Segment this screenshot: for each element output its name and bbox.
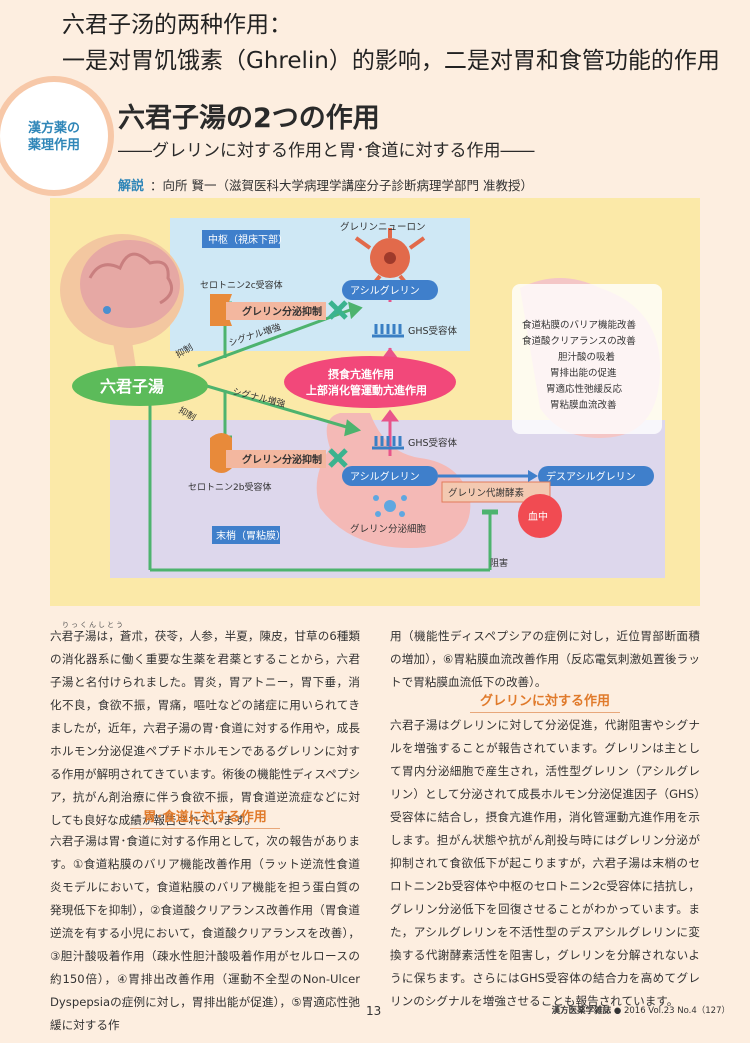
badge-line2: 薬理作用 [27,138,80,153]
central-label-bg [202,230,280,248]
desacyl-label: デスアシルグレリン [546,470,636,483]
peripheral-label-bg [212,526,280,544]
rikkunshito-label: 六君子湯 [100,377,164,396]
ghs-top: GHS受容体 [408,325,458,337]
motility-label: 上部消化管運動亢進作用 [306,383,427,397]
footer-citation: 漢方医薬学雑誌 ● 2016 Vol.23 No.4（127） [552,1004,730,1016]
blood-label: 血中 [528,510,548,523]
rikkunshito-pill [72,366,208,406]
serotonin-2b-label: セロトニン2b受容体 [188,481,271,493]
ghrelin-neuron-label: グレリンニューロン [340,221,426,233]
feeding-label: 摂食亢進作用 [328,367,394,381]
secretory-cell-label: グレリン分泌細胞 [350,523,427,535]
left-paragraph-1: 六君子湯は，蒼朮，茯苓，人参，半夏，陳皮，甘草の6種類の消化器系に働く重要な生薬… [50,629,360,827]
peripheral-label: 末梢（胃粘膜） [216,529,286,542]
acyl-ghrelin-top: アシルグレリン [350,284,420,297]
category-badge: 漢方薬の 薬理作用 [0,82,108,190]
mechanism-diagram: 中枢（視床下部） 末梢（胃粘膜） グレリンニューロン アシルグレリン GHS受容… [50,198,700,606]
stomach-effect-4: 胃排出能の促進 [550,367,617,379]
block-label: 阻害 [490,557,508,569]
page-title: 六君子湯の2つの作用 [118,103,380,134]
ghs-receptor-icon-bottom [372,436,404,450]
left-section-heading: 胃･食道に対する作用 [130,806,280,829]
blood-circle [518,494,562,538]
effects-ellipse [284,356,456,408]
ruby-text: りっくんしとう [62,621,125,629]
stomach-effect-5: 胃適応性弛緩反応 [546,383,623,395]
inhibit-top-label: グレリン分泌抑制 [242,305,322,318]
badge-line1: 漢方薬の [27,121,80,136]
acyl-ghrelin-top-pill [342,280,438,300]
right-paragraph-2: 六君子湯はグレリンに対して分泌促進，代謝阻害やシグナルを増強することが報告されて… [390,718,700,1008]
cn-title-line1: 六君子汤的两种作用： [62,12,292,38]
author-label: 解説 [118,179,145,194]
category-badge-text: 漢方薬の 薬理作用 [12,120,96,154]
block-marks [328,300,348,468]
desacyl-ghrelin-pill [538,466,654,486]
inhibit-bottom-label: グレリン分泌抑制 [242,453,322,466]
serotonin-2c-label: セロトニン2c受容体 [200,279,283,291]
stomach-effect-2: 食道酸クリアランスの改善 [522,335,636,347]
cn-title-line2: 一是对胃饥饿素（Ghrelin）的影响，二是对胃和食管功能的作用 [62,48,720,74]
acyl-ghrelin-bottom-pill [342,466,438,486]
ghs-receptor-icon-top [372,324,404,338]
journal-name: 漢方医薬学雑誌 [551,1006,612,1016]
ghs-bottom: GHS受容体 [408,437,458,449]
right-section-heading: グレリンに対する作用 [470,690,620,713]
enzyme-label: グレリン代謝酵素 [448,487,525,499]
enzyme-box [441,481,551,503]
inhibit-bottom-box [226,450,326,468]
secretory-cell-icon [373,495,407,517]
author-name: ：向所 賢一（滋賀医科大学病理学講座分子診断病理学部門 准教授） [150,178,533,193]
stomach-effect-3: 胆汁酸の吸着 [558,351,615,363]
page-number: 13 [366,1004,382,1018]
page-subtitle: ――グレリンに対する作用と胃･食道に対する作用―― [118,141,535,161]
green-arrows [148,301,498,572]
acyl-ghrelin-bottom: アシルグレリン [350,470,420,483]
issue-info: ● 2016 Vol.23 No.4（127） [613,1006,730,1016]
stomach-effect-1: 食道粘膜のバリア機能改善 [522,319,637,331]
brain-icon [60,234,184,368]
stomach-effect-6: 胃粘膜血流改善 [550,399,617,411]
stomach-effects-panel [512,284,662,434]
inhibit-top-box [226,302,326,320]
left-paragraph-2: 六君子湯は胃･食道に対する作用として，次の報告があります。①食道粘膜のバリア機能… [50,834,360,1032]
right-paragraph-1: 用（機能性ディスペプシアの症例に対し，近位胃部断面積の増加），⑥胃粘膜血流改善作… [390,629,700,689]
central-label: 中枢（視床下部） [208,233,288,246]
